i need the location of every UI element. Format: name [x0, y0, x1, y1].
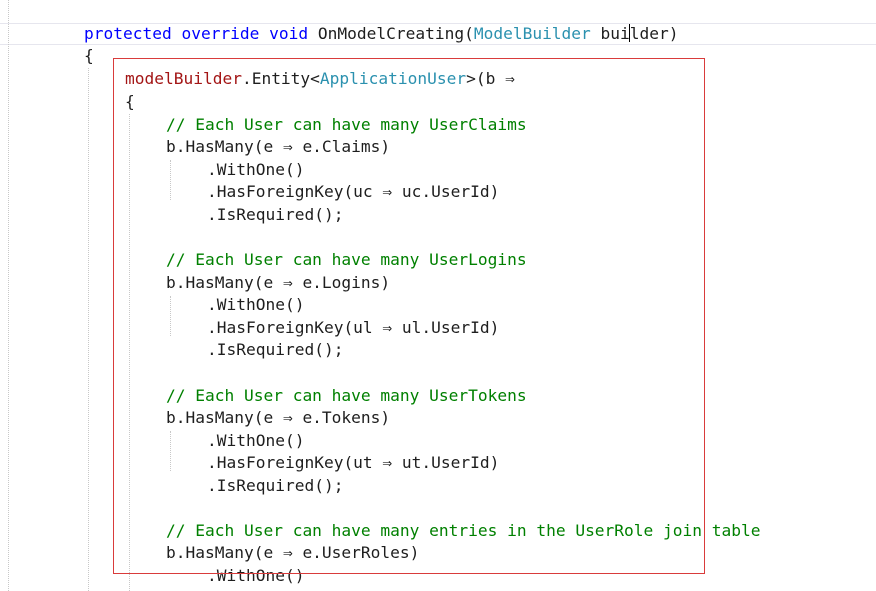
code-line[interactable]: .WithOne()	[207, 431, 305, 450]
entity-line[interactable]: modelBuilder.Entity<ApplicationUser>(b ⇒	[125, 68, 515, 91]
indent-guide	[170, 431, 171, 471]
code-line[interactable]: .WithOne()	[207, 566, 305, 585]
indent-guide	[88, 68, 89, 591]
code-line[interactable]: .HasForeignKey(uc ⇒ uc.UserId)	[207, 182, 500, 201]
indent-guide	[8, 0, 9, 591]
indent-guide	[170, 160, 171, 200]
param-name-end: lder	[629, 24, 669, 43]
code-comment[interactable]: // Each User can have many entries in th…	[166, 521, 761, 540]
generic-type: ApplicationUser	[319, 69, 467, 88]
indent-guide	[170, 296, 171, 336]
code-comment[interactable]: // Each User can have many UserTokens	[166, 386, 527, 405]
code-line[interactable]: b.HasMany(e ⇒ e.Tokens)	[166, 408, 391, 427]
text-caret	[629, 24, 631, 42]
code-line[interactable]: .HasForeignKey(ut ⇒ ut.UserId)	[207, 453, 500, 472]
code-comment[interactable]: // Each User can have many UserLogins	[166, 250, 527, 269]
keyword-modifiers: protected override void	[84, 24, 309, 43]
code-line[interactable]: .IsRequired();	[207, 476, 344, 495]
code-line[interactable]: .WithOne()	[207, 295, 305, 314]
param-name-start: bui	[600, 24, 630, 43]
annotation-highlight-box	[113, 58, 705, 574]
entity-rest: >(b ⇒	[466, 69, 515, 88]
method-open-brace[interactable]: {	[84, 46, 94, 65]
param-type: ModelBuilder	[473, 24, 591, 43]
code-line[interactable]: b.HasMany(e ⇒ e.Claims)	[166, 137, 391, 156]
modelbuilder-identifier: modelBuilder	[125, 69, 242, 88]
code-line[interactable]: .IsRequired();	[207, 205, 344, 224]
indent-guide	[129, 114, 130, 591]
code-line[interactable]: b.HasMany(e ⇒ e.UserRoles)	[166, 543, 420, 562]
code-line[interactable]: b.HasMany(e ⇒ e.Logins)	[166, 273, 391, 292]
signature-close-paren: )	[668, 24, 679, 43]
method-signature-line[interactable]: protected override void OnModelCreating(…	[84, 23, 679, 46]
code-comment[interactable]: // Each User can have many UserClaims	[166, 115, 527, 134]
code-line[interactable]: .WithOne()	[207, 160, 305, 179]
code-line[interactable]: .HasForeignKey(ul ⇒ ul.UserId)	[207, 318, 500, 337]
code-line[interactable]: .IsRequired();	[207, 340, 344, 359]
lambda-open-brace[interactable]: {	[125, 92, 135, 111]
method-name: OnModelCreating(	[317, 24, 474, 43]
current-line-highlight	[0, 23, 876, 45]
entity-call: .Entity<	[241, 69, 320, 88]
